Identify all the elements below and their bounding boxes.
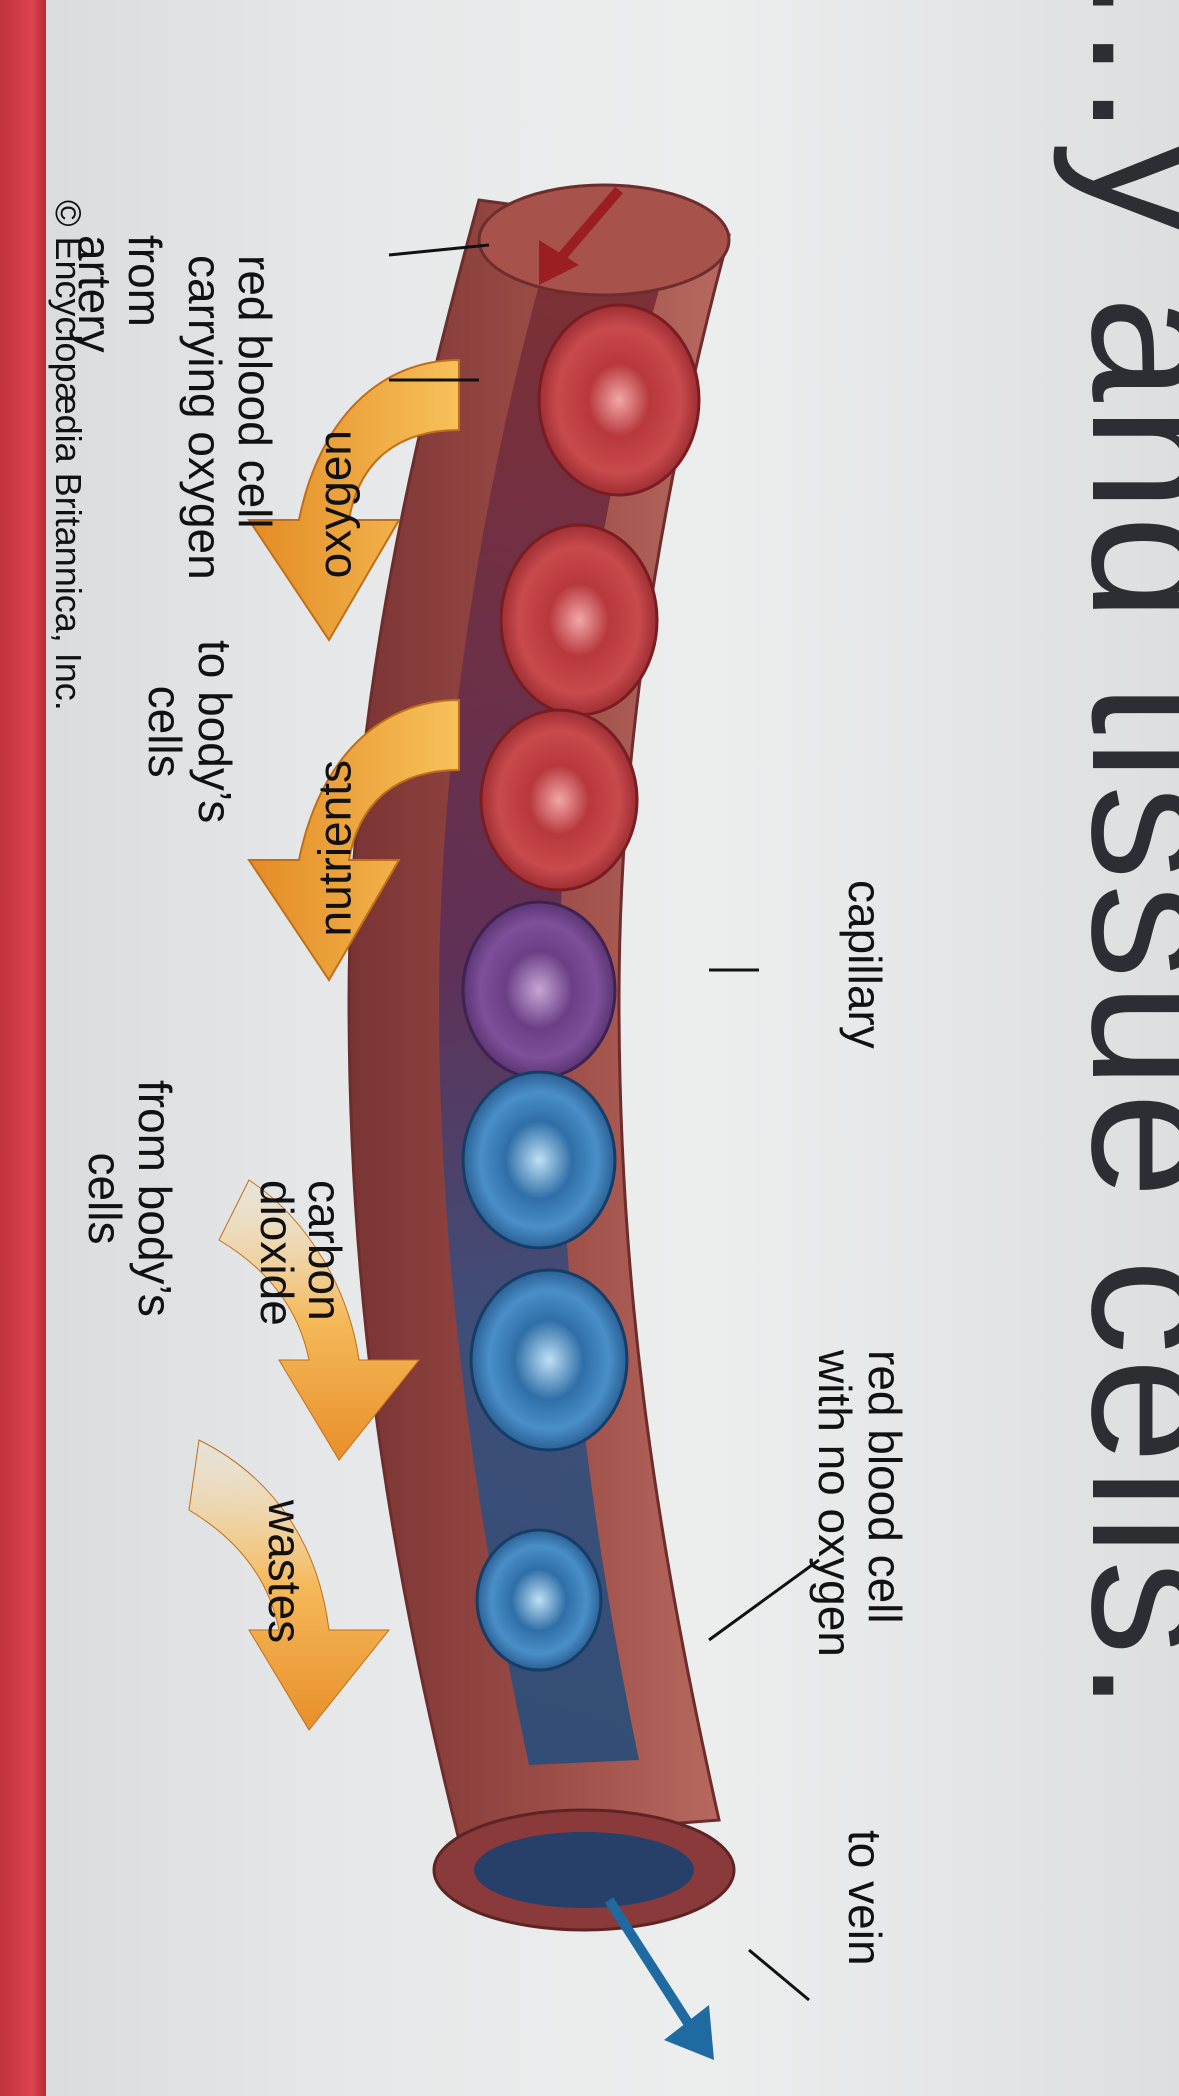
label-wastes: wastes: [259, 1500, 311, 1644]
leader-from-artery: [388, 243, 490, 257]
label-red-cell-oxygen: red blood cell carrying oxygen: [179, 255, 281, 580]
red-cell-3: [479, 708, 639, 892]
purple-cell: [461, 900, 617, 1080]
artery-entry-arrow: [555, 186, 623, 264]
label-oxygen: oxygen: [308, 430, 361, 579]
red-cell-2: [499, 523, 659, 717]
leader-no-oxygen: [708, 1558, 820, 1642]
blue-cell-1: [461, 1070, 617, 1250]
copyright-text: © Encyclopædia Britannica, Inc.: [48, 200, 89, 711]
label-carbon-dioxide: carbon dioxide: [250, 1180, 351, 1326]
oxygen-arrow: [247, 358, 460, 642]
screen-edge-red-strip: [0, 0, 46, 2096]
label-from-bodys-cells: from body’s cells: [79, 1080, 181, 1317]
blue-cell-2: [469, 1268, 629, 1452]
vein-exit-arrow: [604, 1897, 704, 2043]
label-capillary: capillary: [839, 880, 891, 1049]
nutrients-arrow: [247, 698, 460, 982]
label-to-bodys-cells: to body’s cells: [139, 640, 241, 824]
blue-cell-3: [475, 1528, 603, 1672]
label-nutrients: nutrients: [308, 760, 361, 937]
carbon-dioxide-arrow: [218, 1179, 421, 1461]
leader-to-vein: [748, 1948, 810, 2002]
red-cell-1: [537, 303, 701, 497]
label-to-vein: to vein: [839, 1830, 891, 1966]
label-red-cell-no-oxygen: red blood cell with no oxygen: [809, 1350, 911, 1657]
wastes-arrow: [188, 1439, 391, 1731]
